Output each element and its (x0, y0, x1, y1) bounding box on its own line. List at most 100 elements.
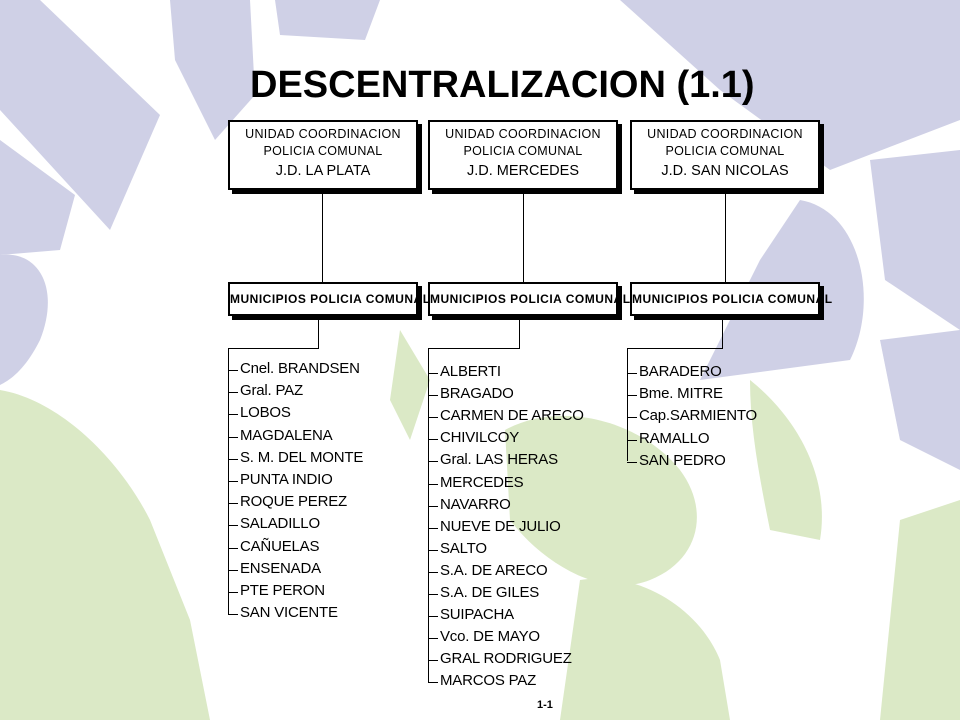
list-tick (428, 594, 438, 595)
list-item: MAGDALENA (240, 426, 333, 444)
list-item: SAN VICENTE (240, 604, 338, 622)
list-item: CARMEN DE ARECO (440, 407, 584, 425)
connector-horizontal (428, 348, 520, 349)
list-item: RAMALLO (639, 429, 710, 447)
list-spine (627, 348, 628, 461)
list-tick (228, 525, 238, 527)
list-item: Gral. LAS HERAS (440, 451, 558, 469)
unit-line2: POLICIA COMUNAL (263, 144, 383, 158)
bg-shape-green-6 (880, 500, 960, 720)
list-item: NUEVE DE JULIO (440, 517, 561, 535)
list-item: BRAGADO (440, 385, 514, 403)
list-item: ALBERTI (440, 363, 501, 380)
list-tick (228, 592, 238, 593)
list-item: SAN PEDRO (639, 451, 726, 469)
page-number: 1-1 (537, 699, 553, 711)
list-item: MARCOS PAZ (440, 672, 537, 690)
bg-shape-lavender-3 (275, 0, 380, 40)
list-item: ENSENADA (240, 559, 321, 577)
list-tick (228, 392, 238, 394)
list-tick (428, 373, 438, 374)
unit-box-la-plata: UNIDAD COORDINACION POLICIA COMUNAL J.D.… (228, 120, 418, 190)
municipios-box-san-nicolas: MUNICIPIOS POLICIA COMUNAL (630, 282, 832, 316)
list-item: Cnel. BRANDSEN (240, 360, 360, 377)
list-item: MERCEDES (440, 473, 524, 491)
connector-horizontal (228, 348, 319, 349)
list-tick (428, 395, 438, 397)
list-tick (627, 439, 637, 441)
bg-shape-green-2 (390, 330, 430, 440)
list-tick (428, 638, 438, 640)
page-title: DESCENTRALIZACION (1.1) (250, 64, 755, 106)
list-item: SALADILLO (240, 515, 320, 533)
bg-shape-green-1 (0, 390, 210, 720)
municipios-box-mercedes: MUNICIPIOS POLICIA COMUNAL (428, 282, 630, 316)
list-tick (228, 458, 238, 460)
list-tick (428, 417, 438, 419)
list-item: PUNTA INDIO (240, 471, 333, 488)
list-tick (228, 614, 238, 616)
bg-shape-green-3 (505, 415, 697, 586)
list-item: Gral. PAZ (240, 382, 303, 400)
list-tick (428, 616, 438, 618)
list-item: S.A. DE ARECO (440, 561, 548, 579)
list-item: CHIVILCOY (440, 429, 520, 447)
list-tick (228, 481, 238, 482)
list-item: Bme. MITRE (639, 385, 723, 403)
list-item: ROQUE PEREZ (240, 493, 347, 511)
list-tick (428, 571, 438, 573)
unit-line2: POLICIA COMUNAL (463, 144, 583, 158)
list-tick (428, 505, 438, 507)
list-item: LOBOS (240, 404, 291, 422)
bg-shape-lavender-2 (170, 0, 255, 140)
list-spine (428, 348, 429, 683)
list-item: Cap.SARMIENTO (639, 407, 757, 425)
list-item: NAVARRO (440, 495, 511, 513)
list-tick (228, 503, 238, 505)
list-tick (228, 436, 238, 438)
bg-shape-green-5 (750, 380, 822, 540)
list-item: S. M. DEL MONTE (240, 448, 364, 466)
unit-box-mercedes: UNIDAD COORDINACION POLICIA COMUNAL J.D.… (428, 120, 618, 190)
list-item: SUIPACHA (440, 606, 514, 624)
list-tick (428, 549, 438, 551)
list-item: Vco. DE MAYO (440, 628, 540, 646)
connector-horizontal (627, 348, 723, 349)
list-tick (428, 461, 438, 463)
unit-line1: UNIDAD COORDINACION (647, 127, 803, 141)
unit-line2: POLICIA COMUNAL (665, 144, 785, 158)
list-item: GRAL RODRIGUEZ (440, 650, 572, 668)
bg-shape-lavender-6 (620, 0, 960, 170)
bg-shape-lavender-5 (0, 254, 48, 385)
unit-line3: J.D. SAN NICOLAS (661, 163, 789, 179)
unit-line3: J.D. LA PLATA (275, 163, 371, 179)
list-tick (627, 461, 637, 463)
connector-vertical (725, 192, 726, 282)
list-item: SALTO (440, 539, 487, 557)
list-tick (627, 395, 637, 397)
municipios-box-la-plata: MUNICIPIOS POLICIA COMUNAL (228, 282, 430, 316)
list-item: BARADERO (639, 363, 722, 380)
connector-vertical (523, 192, 524, 282)
list-item: CAÑUELAS (240, 537, 320, 555)
list-tick (228, 370, 238, 371)
bg-shape-lavender-1 (0, 0, 160, 230)
list-item: PTE PERON (240, 582, 325, 599)
list-tick (228, 569, 238, 571)
list-tick (228, 414, 238, 416)
bg-shape-lavender-7 (870, 150, 960, 330)
unit-line1: UNIDAD COORDINACION (445, 127, 601, 141)
bg-shape-green-4 (560, 578, 730, 720)
unit-box-san-nicolas: UNIDAD COORDINACION POLICIA COMUNAL J.D.… (630, 120, 820, 190)
list-tick (428, 483, 438, 485)
unit-line1: UNIDAD COORDINACION (245, 127, 401, 141)
bg-shape-lavender-4 (0, 140, 75, 255)
list-tick (428, 527, 438, 529)
list-tick (428, 682, 438, 684)
list-tick (627, 373, 637, 374)
unit-line3: J.D. MERCEDES (467, 163, 579, 179)
list-tick (428, 660, 438, 662)
list-tick (627, 417, 637, 419)
connector-vertical (322, 192, 323, 282)
